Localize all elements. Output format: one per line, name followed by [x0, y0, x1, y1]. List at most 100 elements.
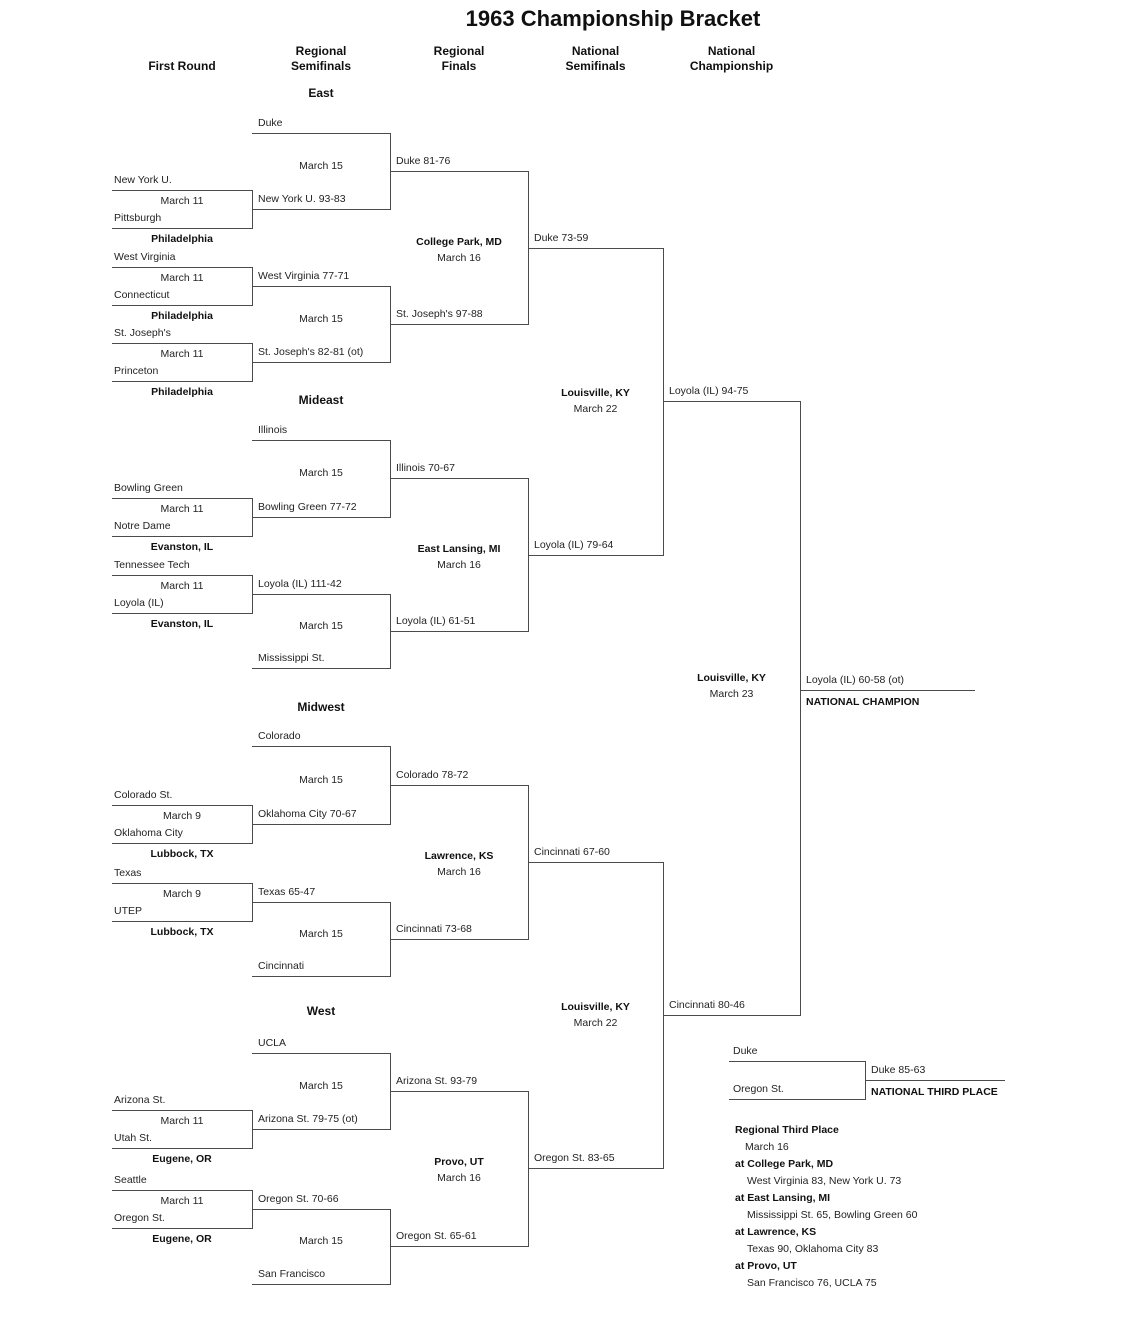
team-name: Seattle: [114, 1174, 147, 1186]
bracket-line: [112, 613, 252, 614]
advancing-score: New York U. 93-83: [258, 193, 346, 205]
bracket-line: [252, 209, 390, 210]
bracket-line: [390, 440, 391, 518]
bracket-line: [112, 267, 252, 268]
bracket-line: [112, 575, 252, 576]
advancing-score: Texas 65-47: [258, 886, 316, 898]
bracket-line: [390, 631, 528, 632]
game-score: West Virginia 83, New York U. 73: [747, 1175, 902, 1187]
team-name: Duke: [258, 117, 283, 129]
column-header-first-round: First Round: [148, 59, 216, 73]
column-header-line: Regional: [295, 44, 347, 58]
team-name: UTEP: [114, 905, 143, 917]
venue: Louisville, KY: [561, 1001, 630, 1013]
match-date: March 15: [299, 1235, 343, 1247]
column-header-line: Semifinals: [565, 59, 626, 73]
bracket-line: [252, 1284, 390, 1285]
team-name: Colorado St.: [114, 789, 173, 801]
regional-third-place-heading: Regional Third Place: [735, 1124, 839, 1136]
bracket-line: [112, 228, 252, 229]
advancing-score: Colorado 78-72: [396, 769, 469, 781]
team-name: Tennessee Tech: [114, 559, 190, 571]
match-date: March 11: [160, 348, 204, 360]
match-date: March 16: [437, 866, 481, 878]
team-name: Connecticut: [114, 289, 170, 301]
bracket-line: [390, 1209, 391, 1285]
team-name: Princeton: [114, 365, 159, 377]
match-date: March 16: [437, 1172, 481, 1184]
team-name: Pittsburgh: [114, 212, 162, 224]
team-name: Colorado: [258, 730, 301, 742]
advancing-score: Loyola (IL) 60-58 (ot): [806, 674, 905, 686]
venue: Philadelphia: [151, 386, 213, 398]
team-name: Oregon St.: [114, 1212, 165, 1224]
bracket-line: [252, 362, 390, 363]
advancing-score: Cincinnati 80-46: [669, 999, 745, 1011]
bracket-line: [663, 1015, 800, 1016]
region-label-east: East: [308, 86, 334, 100]
team-name: New York U.: [114, 174, 172, 186]
venue: Evanston, IL: [150, 541, 214, 553]
match-date: March 15: [299, 620, 343, 632]
advancing-score: Oklahoma City 70-67: [258, 808, 357, 820]
column-header-national-semifinals: National Semifinals: [528, 44, 663, 74]
bracket-line: [252, 902, 390, 903]
region-label-west: West: [306, 1004, 336, 1018]
team-name: Cincinnati: [258, 960, 305, 972]
bracket-line: [112, 843, 252, 844]
match-date: March 15: [299, 774, 343, 786]
match-date: March 15: [299, 467, 343, 479]
venue: Philadelphia: [151, 310, 213, 322]
advancing-score: St. Joseph's 82-81 (ot): [258, 346, 364, 358]
bracket-line: [112, 1148, 252, 1149]
game-score: San Francisco 76, UCLA 75: [747, 1277, 877, 1289]
game-score: Mississippi St. 65, Bowling Green 60: [747, 1209, 918, 1221]
bracket-line: [112, 498, 252, 499]
bracket-line: [390, 1091, 528, 1092]
advancing-score: Arizona St. 93-79: [396, 1075, 478, 1087]
team-name: Arizona St.: [114, 1094, 166, 1106]
advancing-score: Loyola (IL) 61-51: [396, 615, 476, 627]
bracket-line: [112, 343, 252, 344]
game-score: Texas 90, Oklahoma City 83: [747, 1243, 879, 1255]
bracket-line: [729, 1061, 865, 1062]
match-date: March 11: [160, 580, 204, 592]
column-header-regional-semifinals: Regional Semifinals: [252, 44, 390, 74]
match-date: March 15: [299, 160, 343, 172]
bracket-line: [112, 805, 252, 806]
column-header-regional-finals: Regional Finals: [390, 44, 528, 74]
team-name: Bowling Green: [114, 482, 183, 494]
match-date: March 11: [160, 503, 204, 515]
bracket-line: [528, 555, 663, 556]
venue: Eugene, OR: [152, 1233, 212, 1245]
bracket-line: [112, 536, 252, 537]
bracket-line: [800, 401, 801, 1016]
venue: at East Lansing, MI: [735, 1192, 831, 1204]
bracket-line: [528, 1168, 663, 1169]
team-name: Duke: [733, 1045, 758, 1057]
region-label-mideast: Mideast: [298, 393, 344, 407]
column-header-national-championship: National Championship: [663, 44, 800, 74]
venue: at Lawrence, KS: [735, 1226, 817, 1238]
advancing-score: Arizona St. 79-75 (ot): [258, 1113, 358, 1125]
venue: Lubbock, TX: [150, 926, 214, 938]
team-name: St. Joseph's: [114, 327, 171, 339]
advancing-score: Cincinnati 73-68: [396, 923, 472, 935]
bracket-line: [663, 248, 664, 556]
advancing-score: Illinois 70-67: [396, 462, 455, 474]
team-name: Loyola (IL): [114, 597, 164, 609]
team-name: UCLA: [258, 1037, 287, 1049]
advancing-score: Loyola (IL) 94-75: [669, 385, 749, 397]
match-date: March 9: [163, 810, 201, 822]
advancing-score: Oregon St. 70-66: [258, 1193, 339, 1205]
bracket-line: [390, 171, 528, 172]
bracket-line: [252, 1053, 390, 1054]
bracket-line: [390, 478, 528, 479]
bracket-line: [252, 133, 390, 134]
column-header-line: National: [707, 44, 756, 58]
bracket-line: [252, 824, 390, 825]
match-date: March 11: [160, 272, 204, 284]
advancing-score: Loyola (IL) 111-42: [258, 578, 342, 590]
advancing-score: St. Joseph's 97-88: [396, 308, 483, 320]
bracket-line: [112, 921, 252, 922]
